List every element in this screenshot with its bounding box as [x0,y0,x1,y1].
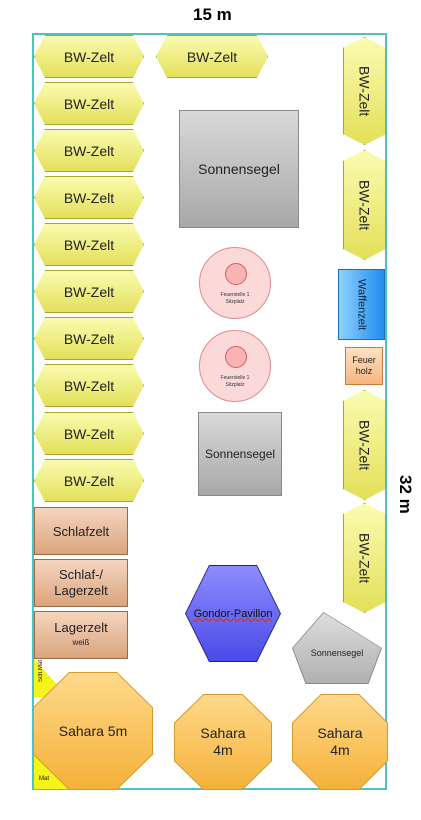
bw-zelt-right-3: BW-Zelt [343,390,386,500]
bw-zelt-right-1: BW-Zelt [343,37,386,145]
waffenzelt: Waffenzelt [338,269,385,340]
gondor-pavillon: Gondor-Pavillon [185,565,281,662]
bw-zelt-left-3: BW-Zelt [34,129,144,172]
bw-zelt-left-8: BW-Zelt [34,364,144,407]
corner-marker-label-top: Sch.Mat [38,660,44,683]
sahara-5m: Sahara 5m [34,673,152,789]
width-label: 15 m [193,5,232,24]
schlaf-lagerzelt: Schlaf-/Lagerzelt [34,559,128,607]
corner-marker-label-bottom: Mat [39,776,50,782]
bw-zelt-right-2: BW-Zelt [343,150,386,260]
bw-zelt-left-4: BW-Zelt [34,176,144,219]
fire-pit-icon [225,263,247,285]
sonnensegel-medium: Sonnensegel [198,412,282,496]
bw-zelt-right-4: BW-Zelt [343,503,386,613]
schlafzelt: Schlafzelt [34,507,128,555]
bw-zelt-left-5: BW-Zelt [34,223,144,266]
bw-zelt-left-6: BW-Zelt [34,270,144,313]
fire-pit-icon [225,346,247,368]
bw-zelt-left-2: BW-Zelt [34,82,144,125]
bw-zelt-top: BW-Zelt [156,35,268,78]
height-label: 32 m [396,475,415,514]
sonnensegel-large: Sonnensegel [179,110,299,228]
bw-zelt-left-9: BW-Zelt [34,412,144,455]
bw-zelt-left-1: BW-Zelt [34,35,144,78]
bw-zelt-left-10: BW-Zelt [34,459,144,502]
bw-zelt-left-7: BW-Zelt [34,317,144,360]
